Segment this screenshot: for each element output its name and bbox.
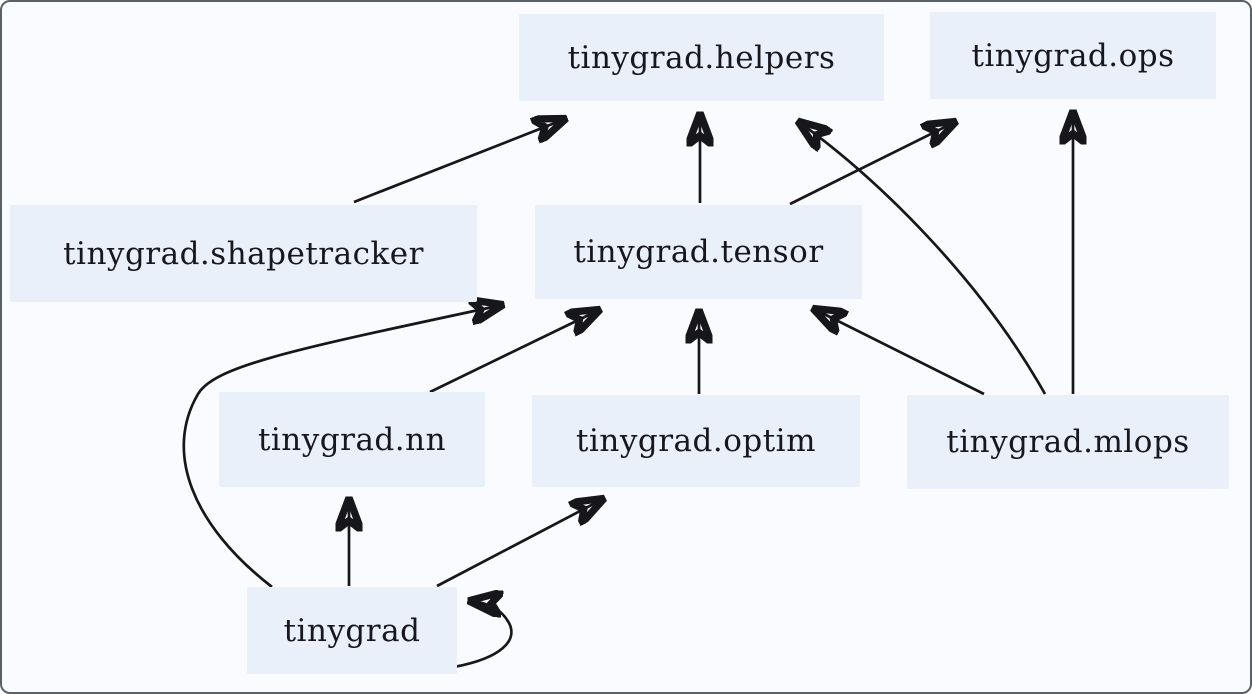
node-tinygrad-ops: tinygrad.ops — [930, 12, 1216, 99]
edge-nn-to-tensor — [429, 310, 599, 394]
node-tinygrad-nn: tinygrad.nn — [219, 392, 485, 487]
node-tinygrad-shapetracker: tinygrad.shapetracker — [10, 205, 477, 302]
node-tinygrad-root: tinygrad — [247, 587, 457, 674]
node-tinygrad-helpers: tinygrad.helpers — [519, 14, 884, 101]
edge-tinygrad-to-tensor — [182, 305, 502, 589]
edge-shapetracker-to-helpers — [353, 119, 565, 204]
node-tinygrad-tensor: tinygrad.tensor — [535, 205, 862, 299]
edge-tinygrad-self-loop — [453, 601, 513, 669]
edge-mlops-to-tensor — [814, 309, 985, 396]
node-tinygrad-optim: tinygrad.optim — [532, 395, 860, 487]
edge-mlops-to-helpers — [799, 122, 1047, 395]
edge-tensor-to-ops — [789, 122, 955, 206]
edge-tinygrad-to-optim — [436, 499, 603, 588]
node-tinygrad-mlops: tinygrad.mlops — [907, 395, 1229, 489]
